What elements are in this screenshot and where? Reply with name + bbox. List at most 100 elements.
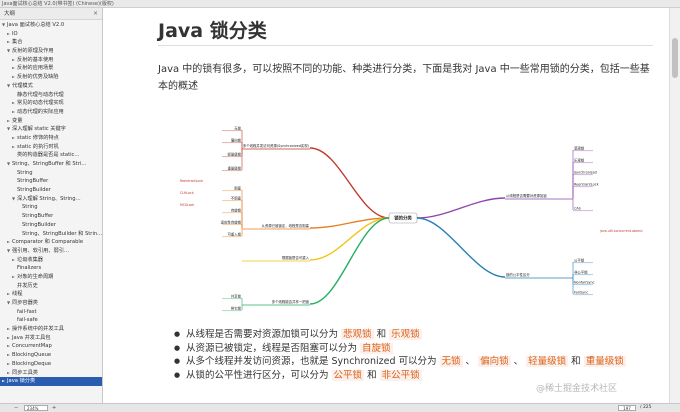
- mindmap-branch-label: 从资源已被锁定，线程是否阻塞: [262, 223, 310, 228]
- outline-item[interactable]: ►BlockingDeque: [0, 360, 102, 369]
- outline-item[interactable]: String: [0, 169, 102, 178]
- outline-item[interactable]: StringBuffer: [0, 212, 102, 221]
- outline-item[interactable]: ▼同步容器类: [0, 299, 102, 308]
- zoom-in-button[interactable]: +: [52, 405, 57, 411]
- outline-item[interactable]: fail-fast: [0, 308, 102, 317]
- chevron-down-icon[interactable]: ▼: [2, 22, 6, 27]
- chevron-right-icon[interactable]: ►: [12, 256, 16, 262]
- zoom-select[interactable]: 234%: [24, 405, 48, 411]
- chevron-right-icon[interactable]: ►: [12, 273, 16, 279]
- outline-item[interactable]: StringBuilder: [0, 221, 102, 230]
- chevron-down-icon[interactable]: ▼: [7, 247, 11, 253]
- chevron-right-icon[interactable]: ►: [12, 134, 16, 140]
- outline-item[interactable]: ►Comparator 和 Comparable: [0, 238, 102, 247]
- chevron-right-icon[interactable]: ►: [7, 352, 11, 358]
- outline-item[interactable]: ►Java 锁分类: [0, 377, 102, 386]
- chevron-down-icon[interactable]: ▼: [7, 161, 11, 166]
- mindmap-api-note: java.util.concurrent.atomic: [599, 229, 643, 233]
- chevron-right-icon[interactable]: ►: [7, 117, 11, 123]
- mindmap-svg: 锁的分类多个线程并发访问资源(Synchronized实现)从资源已被锁定，线程…: [180, 125, 643, 312]
- chevron-down-icon[interactable]: ▼: [7, 82, 11, 88]
- outline-item[interactable]: 静态代理与动态代理: [0, 91, 102, 100]
- outline-item[interactable]: ►反射的应用场景: [0, 64, 102, 73]
- chevron-right-icon[interactable]: ►: [12, 74, 16, 80]
- outline-item[interactable]: ►BlockingQueue: [0, 351, 102, 360]
- chevron-down-icon[interactable]: ▼: [7, 126, 11, 132]
- chevron-right-icon[interactable]: ►: [7, 360, 11, 366]
- mindmap-leaf-label: CAS: [574, 206, 581, 210]
- outline-item[interactable]: ►操作系统中的并发工具: [0, 325, 102, 334]
- outline-item[interactable]: ►static 修饰的特点: [0, 134, 102, 143]
- outline-item[interactable]: ►集合: [0, 38, 102, 47]
- chevron-down-icon[interactable]: ▼: [7, 300, 11, 305]
- chevron-right-icon[interactable]: ►: [7, 30, 11, 36]
- outline-item[interactable]: StringBuilder: [0, 186, 102, 195]
- chevron-down-icon[interactable]: ▼: [7, 48, 11, 54]
- mindmap-branch-line: [309, 217, 390, 261]
- outline-item[interactable]: ►反射的优势及缺陷: [0, 73, 102, 82]
- scrollbar-thumb[interactable]: [672, 38, 678, 78]
- page-number-input[interactable]: 197: [618, 405, 636, 411]
- lock-type-highlight: 乐观锁: [389, 329, 422, 340]
- chevron-right-icon[interactable]: ►: [12, 56, 16, 62]
- mindmap-leaf-label: 非公平锁: [574, 269, 588, 274]
- zoom-out-button[interactable]: −: [14, 405, 19, 411]
- chevron-right-icon[interactable]: ►: [7, 334, 11, 340]
- chevron-right-icon[interactable]: ►: [7, 369, 11, 375]
- chevron-right-icon[interactable]: ►: [7, 343, 11, 349]
- outline-item[interactable]: StringBuffer: [0, 177, 102, 186]
- list-item: 从线程是否需要对资源加锁可以分为 悲观锁 和 乐观锁: [174, 328, 654, 342]
- chevron-down-icon[interactable]: ▼: [12, 195, 16, 201]
- outline-item[interactable]: ►ConcurrentMap: [0, 342, 102, 351]
- outline-item[interactable]: ►反射的基本使用: [0, 56, 102, 65]
- outline-item[interactable]: Finalizers: [0, 264, 102, 273]
- outline-item[interactable]: fail-safe: [0, 316, 102, 325]
- document-page: Java 锁分类 Java 中的锁有很多，可以按照不同的功能、种类进行分类，下面…: [104, 8, 669, 403]
- outline-item[interactable]: ►IO: [0, 30, 102, 39]
- outline-item[interactable]: ►线程: [0, 290, 102, 299]
- outline-item[interactable]: 并发历史: [0, 282, 102, 291]
- outline-item[interactable]: ►动态代理的实际应用: [0, 108, 102, 117]
- chevron-right-icon[interactable]: ►: [7, 239, 11, 245]
- outline-item-label: 反射的优势及缺陷: [17, 74, 59, 81]
- outline-item[interactable]: ►常见的动态代理实现: [0, 99, 102, 108]
- outline-item[interactable]: ►同步工具类: [0, 369, 102, 378]
- outline-item[interactable]: ▼深入理解 static 关键字: [0, 125, 102, 134]
- mindmap-leaf-label: 排它锁: [231, 305, 242, 310]
- outline-item[interactable]: ▼深入理解 String、String…: [0, 195, 102, 204]
- outline-item[interactable]: String: [0, 203, 102, 212]
- outline-item-label: 常见的动态代理实现: [17, 100, 64, 107]
- chevron-right-icon[interactable]: ►: [12, 108, 16, 114]
- outline-item-label: fail-safe: [17, 317, 38, 324]
- vertical-scrollbar[interactable]: [669, 8, 680, 403]
- outline-item[interactable]: ▼Java 面试核心总结 V2.0: [0, 21, 102, 30]
- mindmap-branch-line: [309, 147, 390, 219]
- lock-category-list: 从线程是否需要对资源加锁可以分为 悲观锁 和 乐观锁从资源已被锁定，线程是否阻塞…: [174, 328, 654, 382]
- outline-item[interactable]: 类的构造器是否是 static…: [0, 151, 102, 160]
- outline-item[interactable]: String、StringBuilder 和 Strin…: [0, 230, 102, 239]
- outline-item-label: Java 锁分类: [7, 378, 36, 385]
- chevron-right-icon[interactable]: ►: [12, 65, 16, 71]
- outline-item[interactable]: ▼代理模式: [0, 82, 102, 91]
- outline-item[interactable]: ►static 的执行时机: [0, 143, 102, 152]
- outline-item[interactable]: ►对象的生命周期: [0, 273, 102, 282]
- chevron-right-icon[interactable]: ►: [7, 291, 11, 297]
- outline-item[interactable]: ▼反射的原理及作用: [0, 47, 102, 56]
- mindmap-branch-line: [416, 197, 506, 219]
- outline-item[interactable]: ►Java 并发工具包: [0, 334, 102, 343]
- list-item: 从多个线程并发访问资源，也就是 Synchronized 可以分为 无锁 、 偏…: [174, 355, 654, 369]
- outline-item[interactable]: ▼强引用、软引用、弱引…: [0, 247, 102, 256]
- outline-item[interactable]: ►垃圾收集器: [0, 256, 102, 265]
- chevron-right-icon[interactable]: ►: [2, 378, 6, 384]
- chevron-right-icon[interactable]: ►: [12, 143, 16, 149]
- chevron-right-icon[interactable]: ►: [7, 326, 11, 332]
- chevron-right-icon[interactable]: ►: [12, 100, 16, 106]
- lock-type-highlight: 无锁: [439, 356, 463, 367]
- outline-item-label: 垃圾收集器: [17, 256, 43, 263]
- outline-item[interactable]: ►变量: [0, 117, 102, 126]
- outline-item[interactable]: ▼String、StringBuffer 和 Stri…: [0, 160, 102, 169]
- outline-list: ▼Java 面试核心总结 V2.0►IO►集合▼反射的原理及作用►反射的基本使用…: [0, 20, 102, 386]
- mindmap-leaf-label: NonfairSync: [574, 280, 595, 284]
- close-icon[interactable]: ×: [92, 10, 98, 17]
- chevron-right-icon[interactable]: ►: [7, 39, 11, 45]
